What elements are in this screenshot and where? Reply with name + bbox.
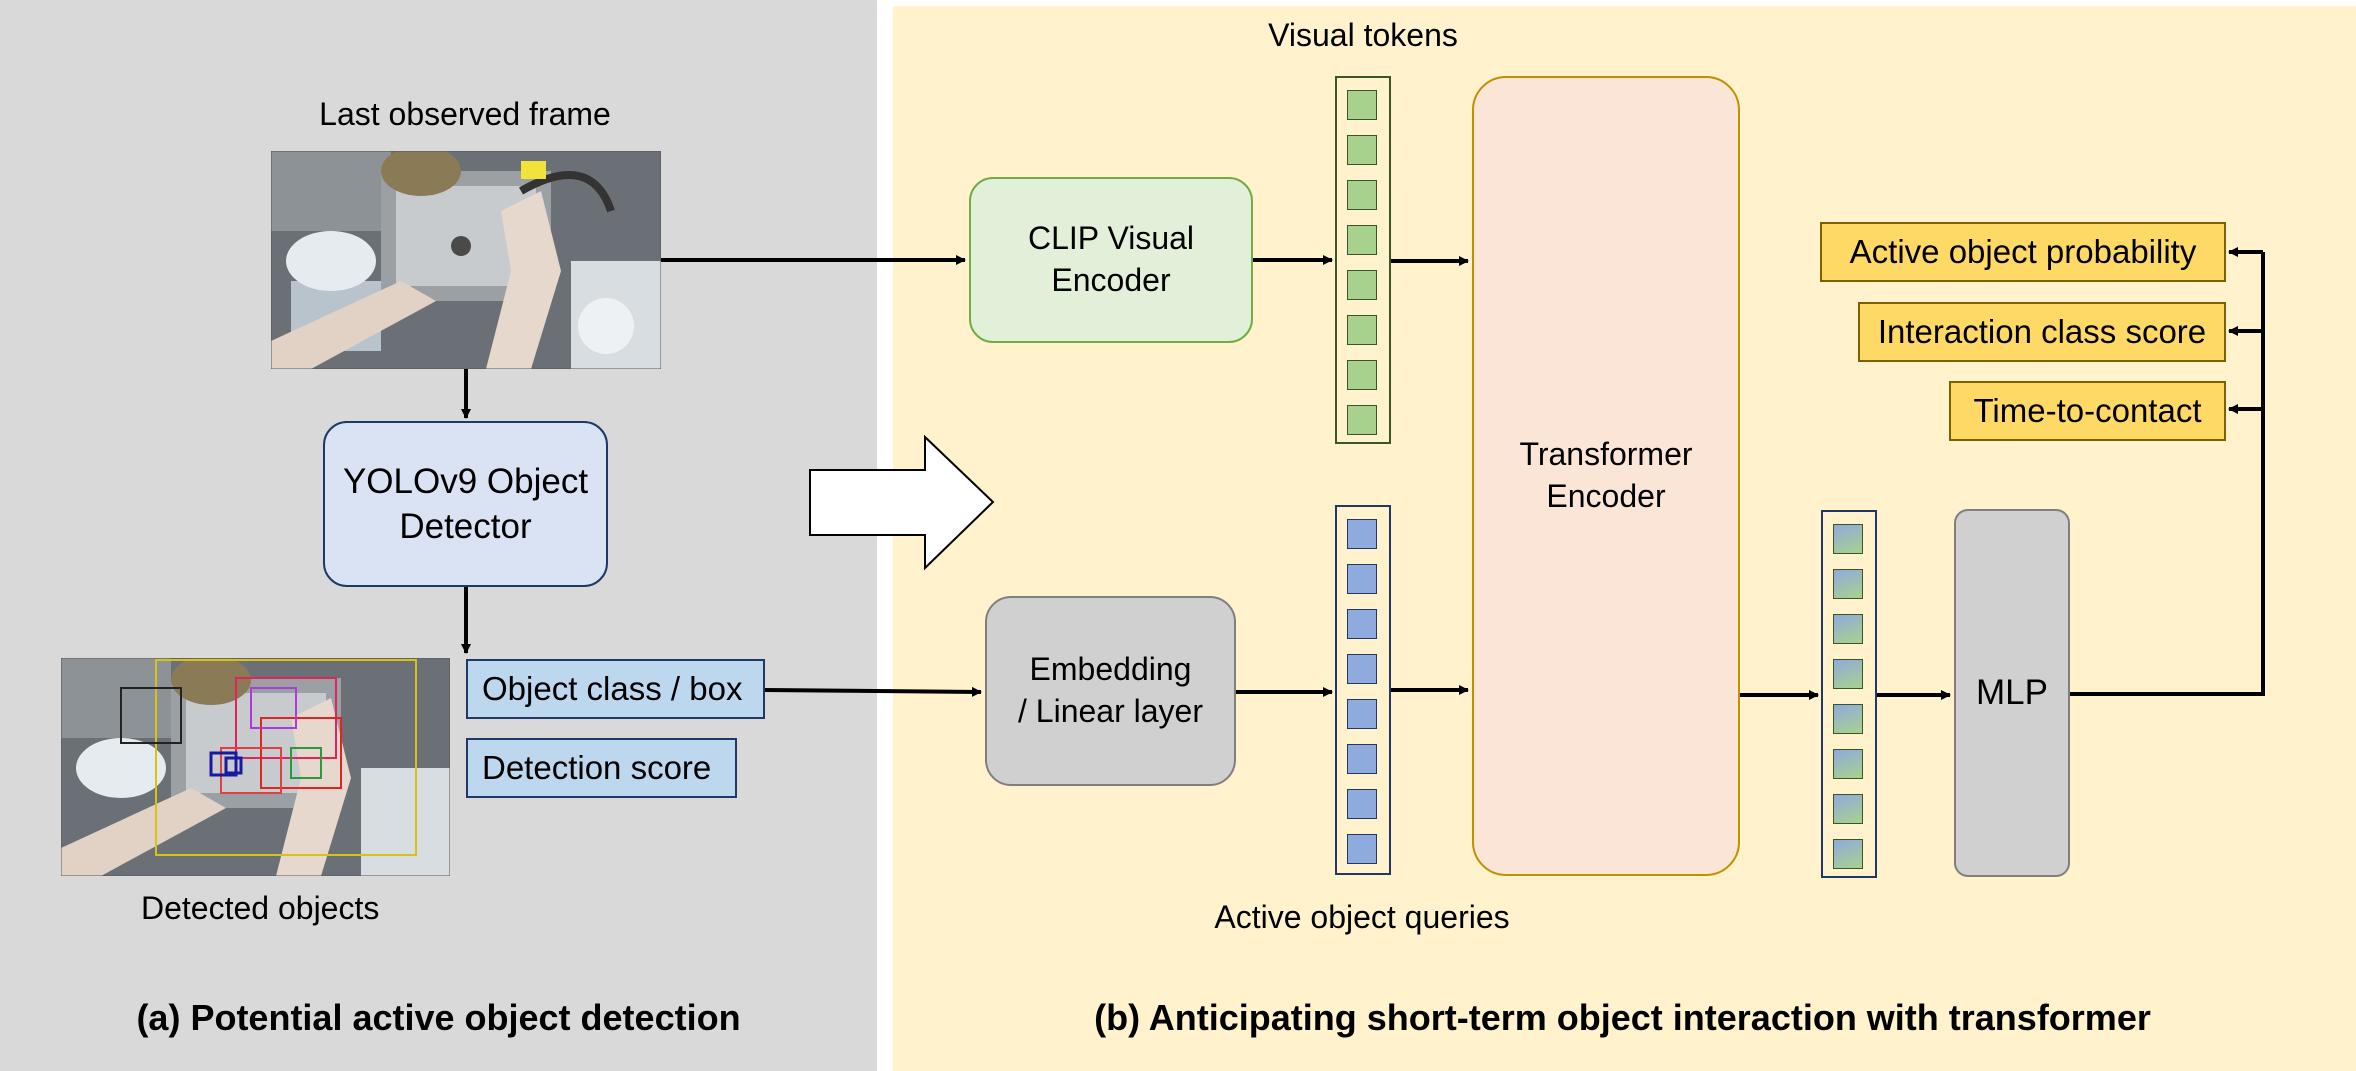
query-token <box>1347 834 1377 864</box>
output-token <box>1833 569 1863 599</box>
output-token <box>1833 524 1863 554</box>
transformer-encoder-box: Transformer Encoder <box>1472 76 1740 876</box>
output-time-to-contact: Time-to-contact <box>1949 381 2226 441</box>
visual-token <box>1347 315 1377 345</box>
query-token <box>1347 564 1377 594</box>
output-token <box>1833 749 1863 779</box>
query-token <box>1347 519 1377 549</box>
clip-visual-encoder-box: CLIP Visual Encoder <box>969 177 1253 343</box>
detection-score-tag: Detection score <box>466 738 737 798</box>
detected-objects-image <box>61 658 450 876</box>
visual-token <box>1347 405 1377 435</box>
output-interaction-class-score: Interaction class score <box>1858 302 2226 362</box>
output-token-column <box>1821 510 1877 878</box>
last-frame-image <box>271 151 661 369</box>
output-token <box>1833 794 1863 824</box>
query-token <box>1347 654 1377 684</box>
visual-token-column <box>1335 76 1391 444</box>
panel-a-caption: (a) Potential active object detection <box>136 997 741 1038</box>
visual-token <box>1347 360 1377 390</box>
output-token <box>1833 704 1863 734</box>
object-class-box-tag: Object class / box <box>466 659 765 719</box>
query-token <box>1347 789 1377 819</box>
panel-b-caption: (b) Anticipating short-term object inter… <box>1094 997 2151 1038</box>
output-token <box>1833 659 1863 689</box>
visual-token <box>1347 135 1377 165</box>
visual-token <box>1347 270 1377 300</box>
query-token <box>1347 609 1377 639</box>
active-object-queries-label: Active object queries <box>1214 899 1510 935</box>
mlp-box: MLP <box>1954 509 2070 877</box>
query-token <box>1347 744 1377 774</box>
visual-token <box>1347 225 1377 255</box>
output-token <box>1833 839 1863 869</box>
frame-label: Last observed frame <box>319 96 611 132</box>
query-token-column <box>1335 505 1391 875</box>
output-active-object-probability: Active object probability <box>1820 222 2226 282</box>
visual-tokens-label: Visual tokens <box>1268 17 1458 53</box>
output-token <box>1833 614 1863 644</box>
visual-token <box>1347 180 1377 210</box>
embedding-linear-layer-box: Embedding / Linear layer <box>985 596 1236 786</box>
detected-objects-label: Detected objects <box>141 890 380 926</box>
query-token <box>1347 699 1377 729</box>
yolo-detector-box: YOLOv9 Object Detector <box>323 421 608 587</box>
visual-token <box>1347 90 1377 120</box>
